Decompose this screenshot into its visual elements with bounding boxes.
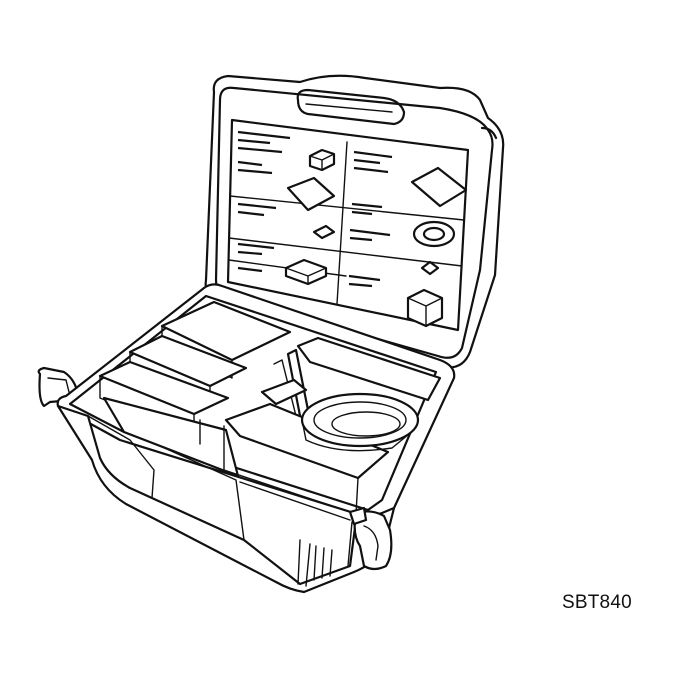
card-item-icons [284, 148, 468, 328]
figure-code-label: SBT840 [562, 592, 632, 613]
card-text-lines [237, 130, 393, 288]
lid-reference-card [226, 118, 470, 332]
compartment-dividers [98, 300, 442, 515]
right-latch [348, 506, 393, 571]
open-lid [204, 74, 505, 369]
coiled-strap-roll [300, 392, 420, 452]
